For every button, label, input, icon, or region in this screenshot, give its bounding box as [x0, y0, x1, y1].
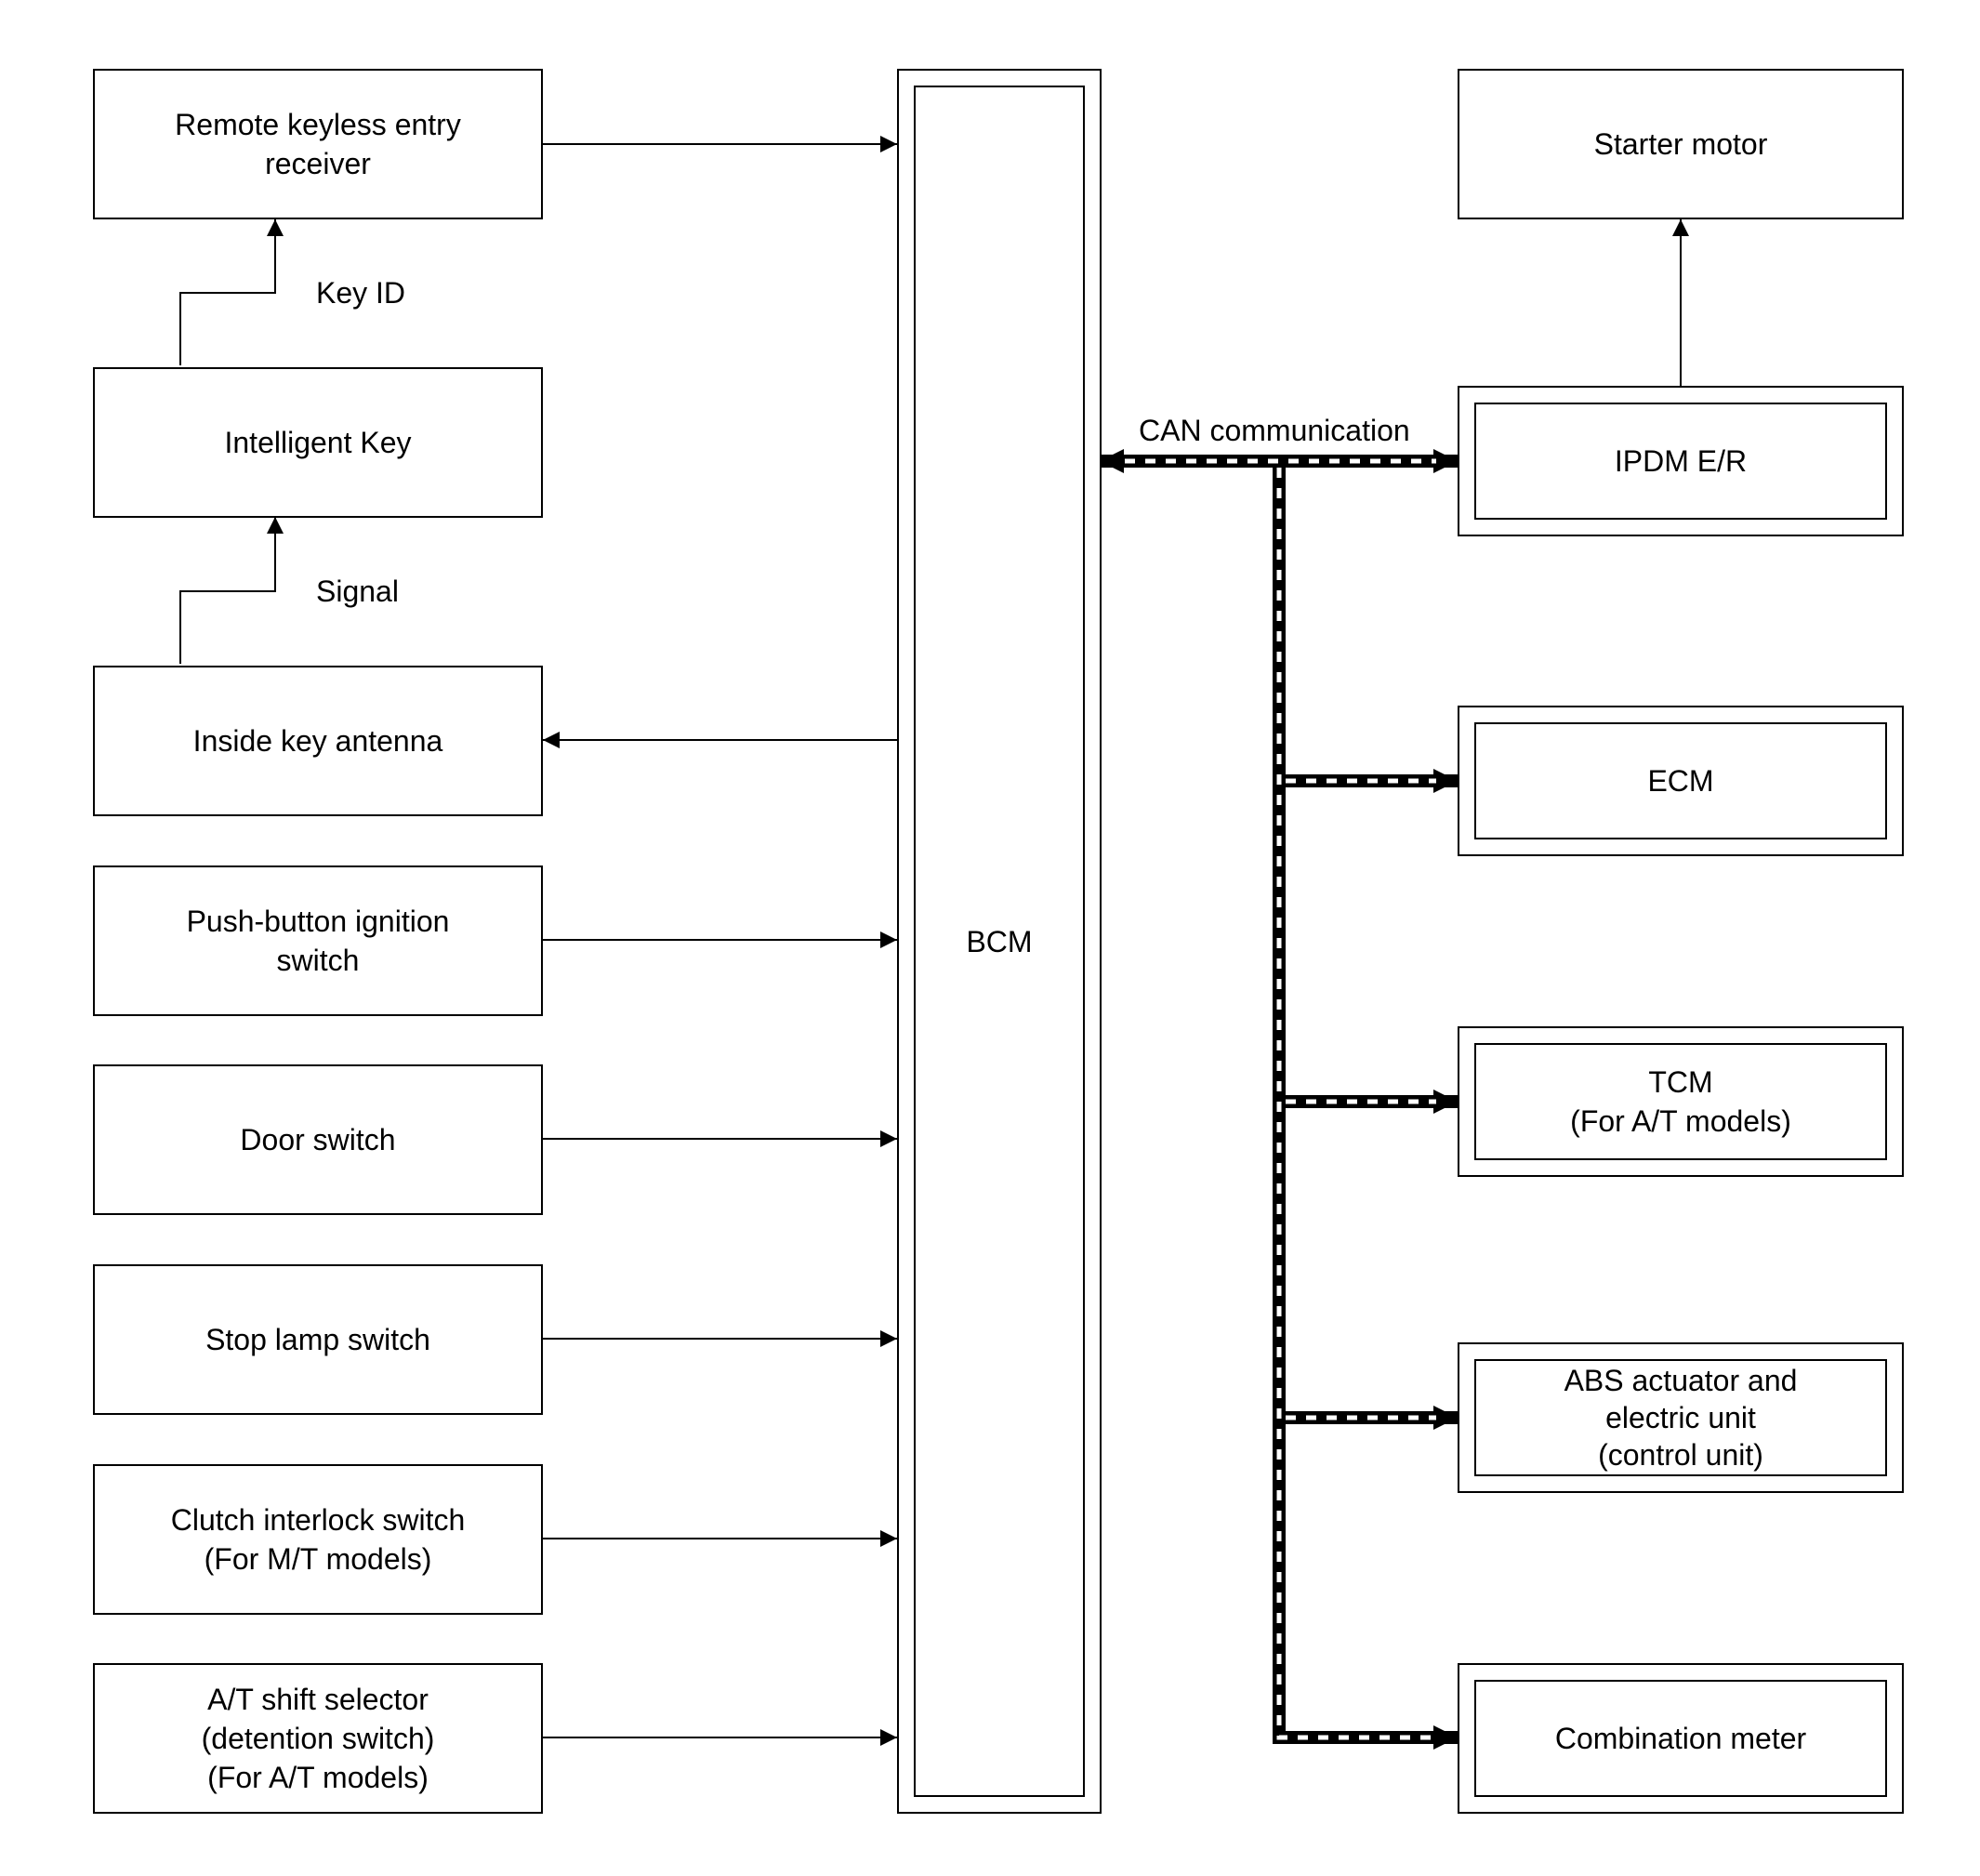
- box-label: Remote keyless entry receiver: [175, 108, 461, 180]
- combination-meter-box: Combination meter: [1458, 1663, 1904, 1814]
- push-button-ignition-switch-box: Push-button ignition switch: [93, 865, 543, 1016]
- arrow-ikey-to-rke: [179, 219, 284, 365]
- meter-inner-frame: Combination meter: [1474, 1680, 1887, 1797]
- inside-key-antenna-box: Inside key antenna: [93, 666, 543, 816]
- bcm-inner-frame: BCM: [914, 86, 1085, 1797]
- remote-keyless-entry-receiver-box: Remote keyless entry receiver: [93, 69, 543, 219]
- starter-motor-box: Starter motor: [1458, 69, 1904, 219]
- box-label: Intelligent Key: [224, 426, 412, 459]
- ipdm-er-box: IPDM E/R: [1458, 386, 1904, 536]
- abs-actuator-box: ABS actuator and electric unit (control …: [1458, 1342, 1904, 1493]
- box-label: Stop lamp switch: [205, 1323, 430, 1356]
- box-label: ECM: [1647, 764, 1714, 798]
- can-bus: [1100, 449, 1458, 1750]
- ecm-box: ECM: [1458, 706, 1904, 856]
- abs-inner-frame: ABS actuator and electric unit (control …: [1474, 1359, 1887, 1476]
- box-label: Combination meter: [1554, 1722, 1807, 1755]
- box-label: ABS actuator and electric unit (control …: [1564, 1364, 1798, 1472]
- ipdm-inner-frame: IPDM E/R: [1474, 403, 1887, 520]
- can-communication-label: CAN communication: [1139, 414, 1410, 447]
- clutch-interlock-switch-box: Clutch interlock switch (For M/T models): [93, 1464, 543, 1615]
- intelligent-key-box: Intelligent Key: [93, 367, 543, 518]
- key-id-label: Key ID: [316, 276, 406, 310]
- box-label: A/T shift selector (detention switch) (F…: [201, 1683, 435, 1794]
- at-shift-selector-box: A/T shift selector (detention switch) (F…: [93, 1663, 543, 1814]
- box-label: Inside key antenna: [192, 724, 443, 758]
- box-label: Clutch interlock switch (For M/T models): [170, 1503, 466, 1576]
- box-label: Door switch: [240, 1123, 396, 1156]
- stop-lamp-switch-box: Stop lamp switch: [93, 1264, 543, 1415]
- bcm-label: BCM: [966, 924, 1033, 958]
- box-label: Starter motor: [1593, 127, 1768, 161]
- box-label: Push-button ignition switch: [186, 905, 450, 977]
- bcm-box: BCM: [897, 69, 1102, 1814]
- box-label: TCM (For A/T models): [1570, 1065, 1791, 1138]
- tcm-box: TCM (For A/T models): [1458, 1026, 1904, 1177]
- box-label: IPDM E/R: [1614, 444, 1748, 478]
- signal-label: Signal: [316, 575, 399, 608]
- door-switch-box: Door switch: [93, 1064, 543, 1215]
- left-signal-arrows: [179, 136, 1689, 1746]
- tcm-inner-frame: TCM (For A/T models): [1474, 1043, 1887, 1160]
- ecm-inner-frame: ECM: [1474, 722, 1887, 839]
- arrow-antenna-to-ikey: [179, 517, 284, 664]
